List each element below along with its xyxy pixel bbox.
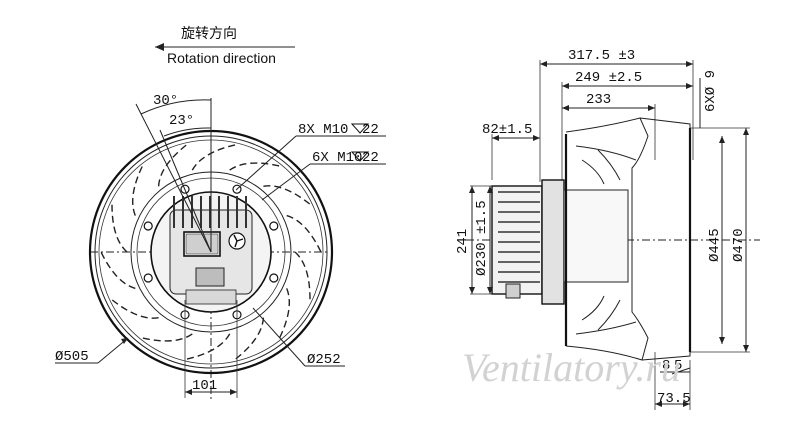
impeller-profile [565,117,649,361]
len-233-label: 233 [586,92,611,108]
blade [186,333,231,360]
bolt-8x-label: 8X M10 [298,122,348,138]
impeller-blades [100,144,322,360]
dia-470-label: Ø470 [731,228,747,262]
arrow-left-icon [155,43,164,51]
blade [132,165,144,216]
len-82-label: 82±1.5 [482,122,532,138]
bolt-hole [269,221,279,231]
len-5-label: 5 [674,358,682,374]
side-view: 317.5 ±3 249 ±2.5 233 82±1.5 241 Ø230 [455,48,760,410]
bolt-6x-depth: 22 [362,150,379,166]
rotation-label-en: Rotation direction [167,50,276,66]
rotation-label-cn: 旋转方向 [181,25,237,41]
blade [286,214,322,253]
rotation-direction-header: 旋转方向 Rotation direction [155,25,295,66]
blade [191,144,236,171]
bolt-8x-depth: 22 [362,122,379,138]
len-8-label: 8 [662,358,670,374]
blade [263,185,311,205]
angle-23-label: 23° [169,113,194,129]
motor-housing [491,185,543,295]
len-73-label: 73.5 [657,391,691,407]
blade [157,144,188,187]
bolt-6x-label: 6X M10 [312,150,362,166]
len-249-label: 249 ±2.5 [575,70,642,86]
motor-fins [173,196,247,228]
front-view: 30° 23° 8X M10 22 6X M10 22 Ø505 Ø252 10… [55,93,386,400]
h-241-label: 241 [455,229,471,254]
len-317-label: 317.5 ±3 [568,48,635,64]
blade [111,299,159,319]
bolt-hole [143,221,153,231]
blade [100,251,136,290]
dia-445-label: Ø445 [707,228,723,262]
holes-label: 6XØ 9 [703,70,719,112]
width-101-label: 101 [192,378,217,394]
angle-30-label: 30° [153,93,178,109]
dia-230-label: Ø230 ±1.5 [474,200,490,276]
blade [111,204,128,253]
watermark: Ventilatory.ru [462,345,681,390]
bolt-hole [143,273,153,283]
bolt-hole [269,273,279,283]
cable-gland [195,267,225,287]
depth-symbol-icon [350,151,370,162]
blade [234,317,265,360]
dia-252-label: Ø252 [307,352,341,368]
blade [142,333,193,342]
motor-side-fins [498,191,540,283]
blade [294,251,311,300]
dia-505-label: Ø505 [55,349,89,365]
depth-symbol-icon [350,123,370,134]
blade [229,162,280,171]
blade [278,288,290,339]
